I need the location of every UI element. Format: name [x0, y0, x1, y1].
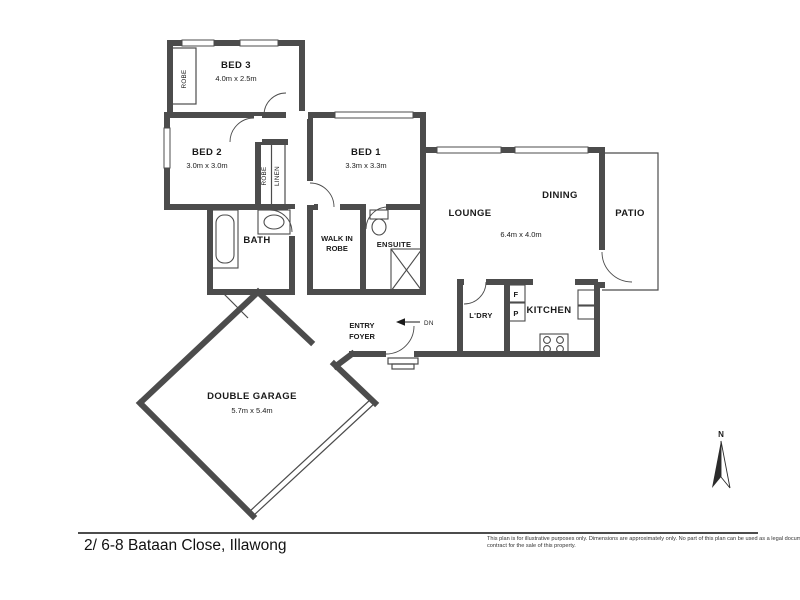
dining-label: DINING: [542, 190, 578, 201]
patio-label: PATIO: [615, 208, 645, 219]
toilet-bowl: [371, 218, 387, 236]
windows: [163, 39, 589, 169]
kitchen-label: KITCHEN: [526, 305, 571, 316]
bed3-robe-outline: [171, 47, 197, 105]
bed3-label: BED 3: [221, 60, 251, 71]
garage-door: [248, 398, 376, 517]
cooktop-burner-4: [556, 345, 564, 353]
lounge-window: [436, 146, 502, 154]
bed3-door-opening: [286, 111, 308, 119]
cooktop-burner-1: [543, 336, 551, 344]
bed2-door-opening: [254, 116, 262, 142]
address-title: 2/ 6-8 Bataan Close, Illawong: [84, 537, 286, 554]
linen-label: LINEN: [274, 166, 281, 186]
bed2-dims: 3.0m x 3.0m: [186, 161, 227, 170]
bed1-label: BED 1: [351, 147, 381, 158]
dn-arrow: [396, 318, 420, 326]
fridge-label: F: [514, 290, 519, 299]
laundry-door-opening: [464, 278, 486, 286]
bath-label: BATH: [243, 235, 270, 246]
thin-structures: [171, 47, 659, 517]
kitchen-sink-2: [577, 305, 596, 320]
pantry-space: [506, 302, 526, 322]
dining-window: [514, 146, 589, 154]
door-arcs: [229, 92, 633, 355]
bed3-dims: 4.0m x 2.5m: [215, 74, 256, 83]
bed1-window: [334, 111, 414, 119]
north-arrow-right: [720, 440, 731, 489]
fixtures: [211, 209, 596, 355]
laundry-label: L'DRY: [469, 311, 492, 320]
shower-cross: [390, 248, 423, 292]
fridge-space: [506, 284, 526, 303]
garage-label: DOUBLE GARAGE: [207, 391, 297, 402]
pantry-label: P: [513, 309, 518, 318]
cooktop-burner-2: [556, 336, 564, 344]
kitchen-sink-1: [577, 289, 596, 306]
patio-outline: [602, 152, 659, 291]
corridor-door-leaf: [221, 291, 249, 319]
patio-door-arc: [601, 251, 633, 283]
door-openings: [254, 111, 606, 358]
bed1-door-opening: [306, 181, 314, 205]
bed3-window-right: [239, 39, 279, 47]
hall-robe-label: ROBE: [261, 166, 268, 185]
wir-label-1: WALK IN: [321, 234, 353, 243]
bed2-window: [163, 127, 171, 169]
dn-label: DN: [424, 320, 434, 327]
bed3-robe-label: ROBE: [181, 69, 188, 88]
dn-arrow-head: [396, 318, 405, 326]
cooktop-burner-3: [543, 345, 551, 353]
entry-label-2: FOYER: [349, 332, 375, 341]
bath-door-opening: [288, 209, 296, 236]
bath-basin: [263, 214, 285, 230]
north-arrow-left: [712, 441, 721, 488]
front-door-arc: [385, 325, 415, 355]
disclaimer-line-1: This plan is for illustrative purposes o…: [487, 536, 800, 542]
room-labels: BED 3 4.0m x 2.5m BED 2 3.0m x 3.0m BED …: [181, 60, 645, 415]
lounge-label: LOUNGE: [448, 208, 491, 219]
footer: 2/ 6-8 Bataan Close, Illawong This plan …: [78, 532, 800, 554]
lounge-dining-dims: 6.4m x 4.0m: [500, 230, 541, 239]
bed3-door-arc: [263, 92, 287, 116]
ensuite-door-opening: [366, 203, 386, 211]
front-door-opening: [386, 350, 414, 358]
bed2-label: BED 2: [192, 147, 222, 158]
wir-door-opening: [318, 203, 340, 211]
bed3-window-left: [181, 39, 215, 47]
garage-dims: 5.7m x 5.4m: [231, 406, 272, 415]
disclaimer-line-2: contract for the sale of this property.: [487, 543, 576, 549]
ensuite-label: ENSUITE: [377, 240, 412, 249]
bath-vanity: [257, 209, 291, 235]
shower: [390, 248, 423, 292]
patio-door-opening: [598, 250, 606, 282]
entry-label-1: ENTRY: [349, 321, 374, 330]
bed1-dims: 3.3m x 3.3m: [345, 161, 386, 170]
laundry-door-arc: [463, 281, 487, 305]
ensuite-door-arc: [365, 206, 389, 230]
bathtub: [211, 209, 239, 269]
entry-step-2: [391, 363, 415, 370]
bathtub-inner: [215, 214, 235, 264]
north-arrow: N: [712, 430, 731, 489]
bed1-door-arc: [309, 182, 335, 208]
wir-label-2: ROBE: [326, 244, 348, 253]
north-label: N: [718, 430, 724, 439]
cooktop: [539, 333, 569, 355]
bed2-door-arc: [229, 117, 255, 143]
